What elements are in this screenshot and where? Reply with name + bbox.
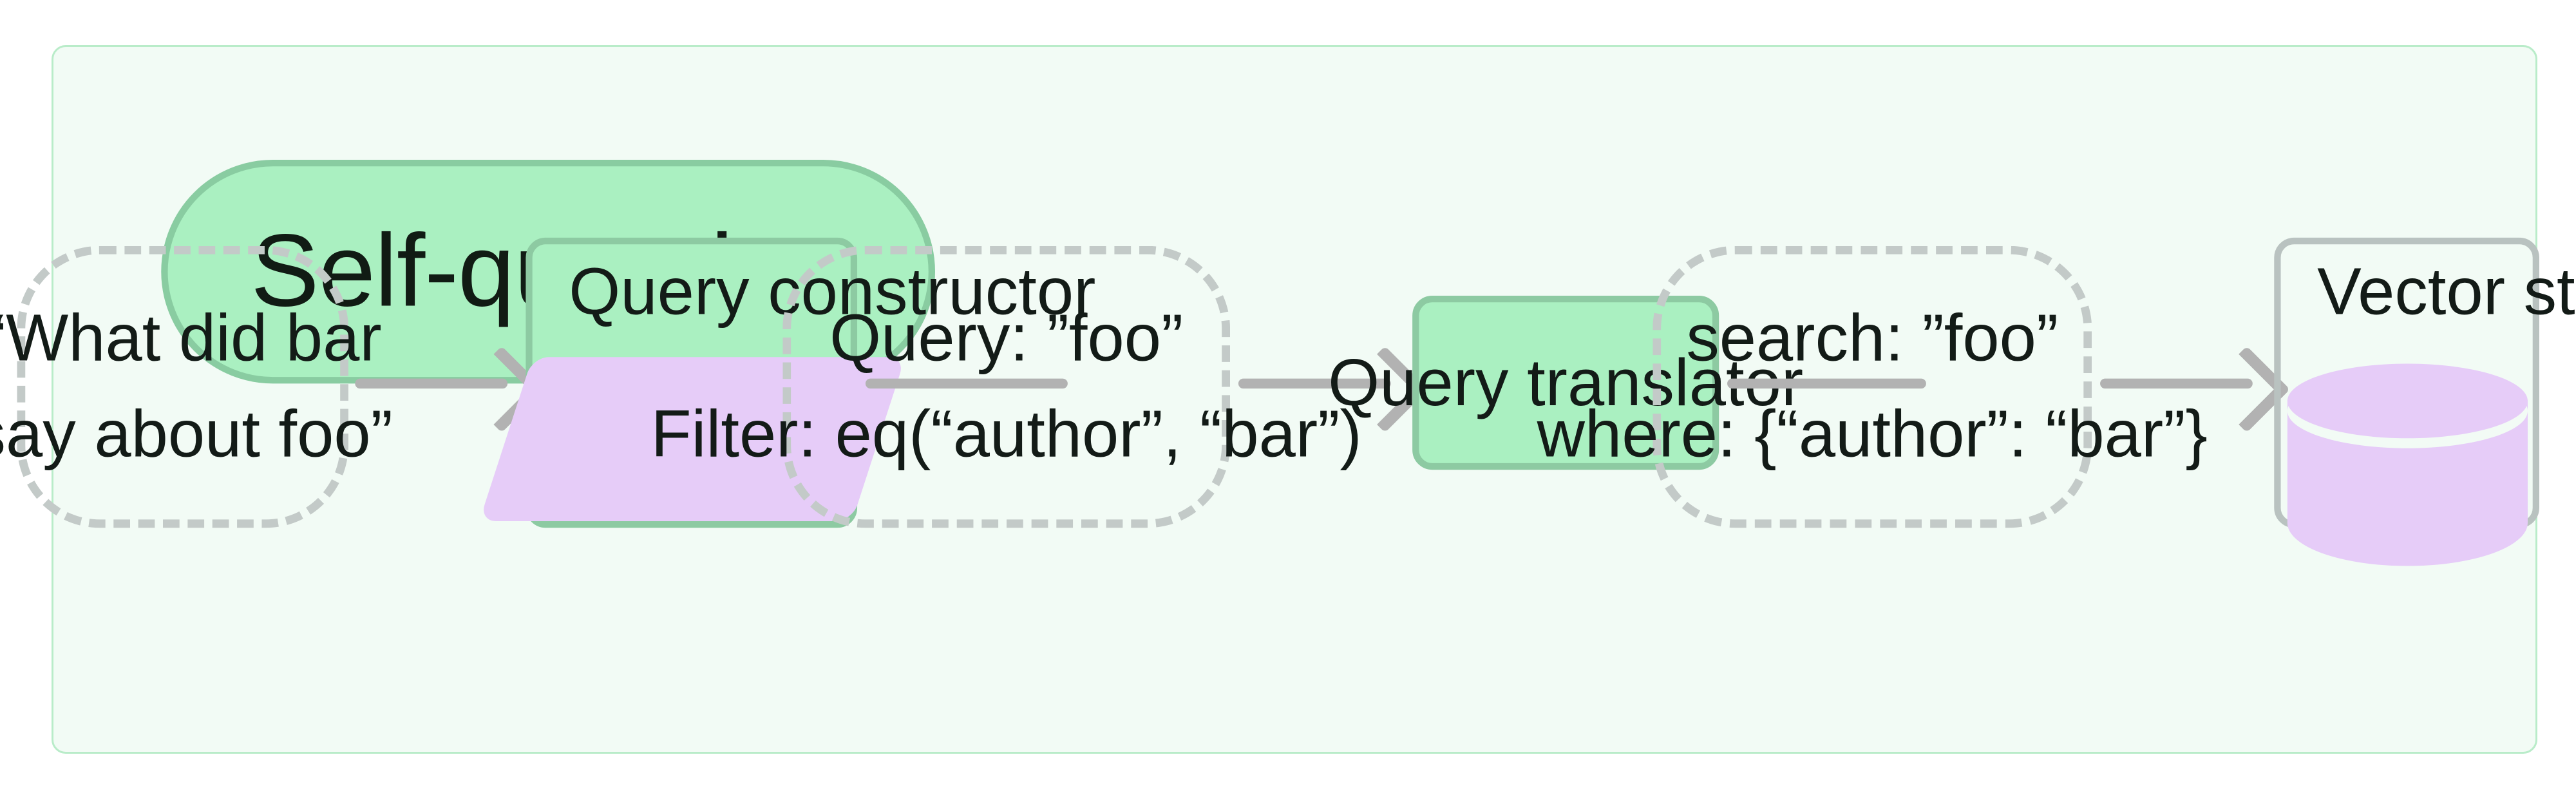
edge-query-constructor-to-structured-query: [865, 378, 1068, 389]
node-structured-query[interactable]: Query: ”foo” Filter: eq(“author”, “bar”): [651, 245, 1362, 528]
node-user-question-line-2: say about foo”: [0, 398, 393, 472]
node-native-query[interactable]: search: ”foo” where: {“author”: “bar”}: [1537, 245, 2208, 528]
edge-query-translator-to-native-query: [1727, 378, 1926, 389]
database-cylinder-icon: [2286, 363, 2527, 566]
node-query-translator-label: Query translator: [1328, 346, 1804, 419]
node-structured-query-line-2: Filter: eq(“author”, “bar”): [650, 398, 1362, 472]
edge-structured-query-to-query-translator: [1238, 378, 1391, 389]
edge-user-question-to-query-constructor: [355, 378, 508, 389]
node-vector-store[interactable]: Vector store: [2274, 237, 2576, 566]
node-user-question-line-1: “What did bar: [0, 302, 382, 376]
node-structured-query-line-1: Query: ”foo”: [829, 302, 1184, 376]
edge-native-query-to-vector-store: [2100, 378, 2253, 389]
self-querying-subgraph: Self-querying “What did bar say about fo…: [0, 45, 2576, 754]
node-vector-store-label: Vector store: [2317, 256, 2576, 329]
node-native-query-line-2: where: {“author”: “bar”}: [1537, 398, 2208, 472]
cylinder-top-ellipse: [2286, 363, 2527, 439]
node-user-question[interactable]: “What did bar say about foo”: [0, 245, 393, 528]
node-native-query-line-1: search: ”foo”: [1686, 302, 2059, 376]
